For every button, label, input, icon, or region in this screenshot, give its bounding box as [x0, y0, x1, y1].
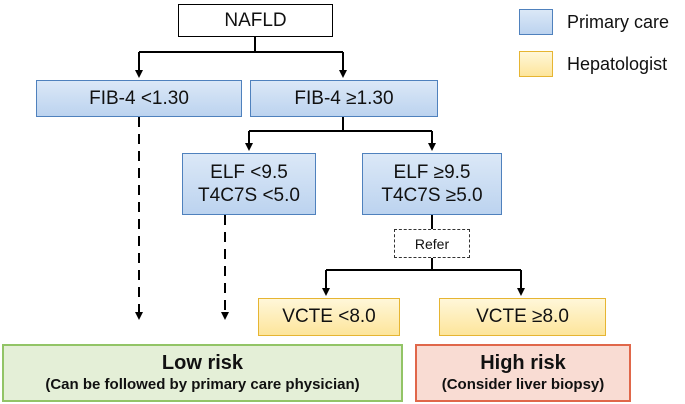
- elf-low-line1: ELF <9.5: [210, 161, 288, 183]
- legend-hepatologist: Hepatologist: [519, 51, 667, 77]
- low-risk-title: Low risk: [161, 351, 244, 374]
- vcte-low-label: VCTE <8.0: [282, 306, 376, 327]
- elf-low-line2: T4C7S <5.0: [198, 185, 300, 206]
- refer-node: Refer: [394, 229, 470, 258]
- vcte-low-node: VCTE <8.0: [258, 298, 400, 336]
- hepatologist-legend-label: Hepatologist: [567, 53, 668, 74]
- nafld-node: NAFLD: [178, 4, 333, 37]
- low-risk-box: Low risk (Can be followed by primary car…: [2, 344, 403, 402]
- refer-label: Refer: [414, 235, 450, 252]
- fib4-high-label: FIB-4 ≥1.30: [294, 87, 394, 109]
- nafld-label: NAFLD: [224, 9, 287, 31]
- legend-primary-care: Primary care: [519, 9, 669, 35]
- high-risk-subtitle: (Consider liver biopsy): [441, 375, 605, 393]
- elf-high-line2: T4C7S ≥5.0: [381, 185, 483, 206]
- high-risk-title: High risk: [480, 351, 566, 374]
- low-risk-subtitle: (Can be followed by primary care physici…: [45, 375, 360, 393]
- elf-high-node: ELF ≥9.5 T4C7S ≥5.0: [362, 153, 502, 215]
- hepatologist-swatch: [519, 51, 553, 77]
- fib4-low-label: FIB-4 <1.30: [89, 87, 189, 109]
- elf-high-line1: ELF ≥9.5: [393, 161, 471, 183]
- primary-care-swatch: [519, 9, 553, 35]
- fib4-low-node: FIB-4 <1.30: [36, 80, 242, 117]
- high-risk-box: High risk (Consider liver biopsy): [415, 344, 631, 402]
- elf-low-node: ELF <9.5 T4C7S <5.0: [182, 153, 316, 215]
- vcte-high-node: VCTE ≥8.0: [439, 298, 606, 336]
- vcte-high-label: VCTE ≥8.0: [476, 306, 569, 327]
- primary-care-legend-label: Primary care: [567, 11, 670, 32]
- fib4-high-node: FIB-4 ≥1.30: [250, 80, 438, 117]
